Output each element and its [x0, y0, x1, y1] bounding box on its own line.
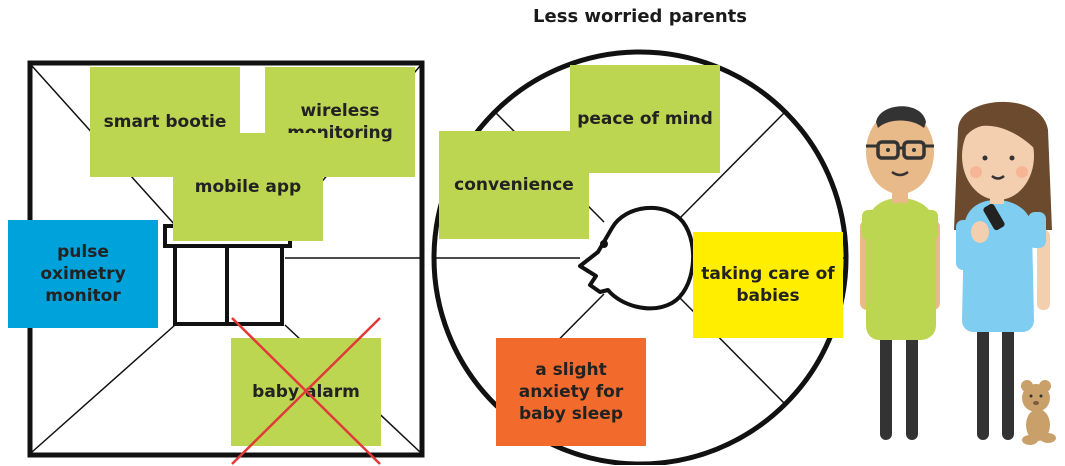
note-mobile-app: mobile app	[173, 133, 323, 241]
note-convenience: convenience	[439, 131, 589, 239]
father-figure	[860, 106, 940, 440]
mother-figure	[954, 101, 1052, 440]
x-mark-icon	[231, 317, 381, 465]
diagram-title: Less worried parents	[533, 6, 747, 27]
note-slight-anxiety: a slight anxiety for baby sleep	[496, 338, 646, 446]
teddy-bear-icon	[1021, 380, 1056, 445]
note-baby-alarm: baby alarm	[231, 338, 381, 446]
parents-illustration	[860, 101, 1056, 445]
note-peace-of-mind: peace of mind	[570, 65, 720, 173]
head-profile-icon	[578, 205, 696, 311]
note-taking-care: taking care of babies	[693, 232, 843, 338]
note-pulse-oximetry: pulse oximetry monitor	[8, 220, 158, 328]
